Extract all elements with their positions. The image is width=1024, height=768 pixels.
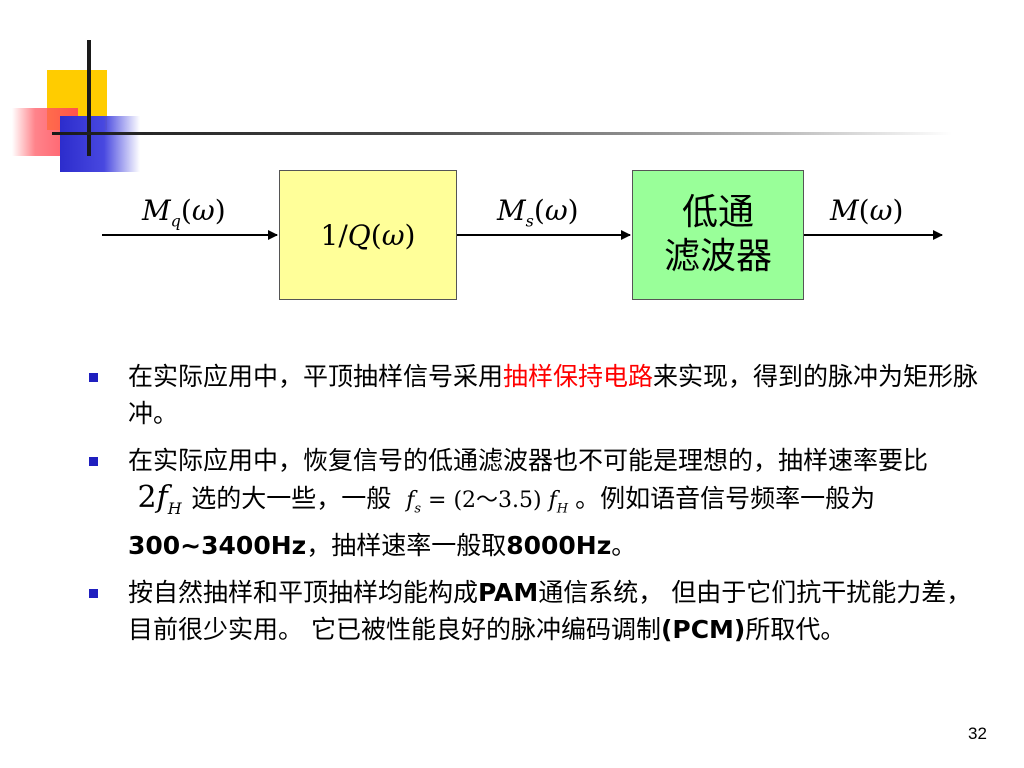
lowpass-filter-block: 低通 滤波器 — [632, 170, 804, 300]
formula-2fh: 2fH — [128, 480, 182, 518]
bullet-item-2: 在实际应用中，恢复信号的低通滤波器也不可能是理想的，抽样速率要比 2fH 选的大… — [85, 442, 990, 564]
output-signal-label: M(ω) — [830, 194, 904, 227]
diagram-arrows — [102, 230, 943, 240]
highlight-sample-hold: 抽样保持电路 — [503, 362, 654, 391]
bullet-list: 在实际应用中，平顶抽样信号采用抽样保持电路来实现，得到的脉冲为矩形脉冲。 在实际… — [85, 358, 990, 658]
decor-blue-square — [60, 116, 140, 172]
lowpass-label-line2: 滤波器 — [663, 236, 772, 277]
input-signal-label: Mq(ω) — [142, 194, 226, 231]
bullet-item-1: 在实际应用中，平顶抽样信号采用抽样保持电路来实现，得到的脉冲为矩形脉冲。 — [85, 358, 990, 432]
page-number: 32 — [968, 724, 987, 743]
compensation-block-label: 1/Q(ω) — [320, 218, 416, 252]
decor-horizontal-rule — [52, 132, 952, 135]
compensation-block: 1/Q(ω) — [279, 170, 457, 300]
middle-signal-label: Ms(ω) — [497, 194, 579, 231]
decor-vertical-line — [87, 40, 91, 156]
block-diagram: Mq(ω) 1/Q(ω) Ms(ω) 低通 滤波器 M(ω) — [0, 0, 1024, 340]
bullet-square-icon — [89, 457, 98, 466]
bullet-square-icon — [89, 589, 98, 599]
bullet-item-3: 按自然抽样和平顶抽样均能构成PAM通信系统， 但由于它们抗干扰能力差，目前很少实… — [85, 574, 990, 648]
lowpass-label-line1: 低通 — [681, 192, 754, 233]
bullet-square-icon — [89, 373, 98, 382]
formula-fs-range: fs = (2～3.5) fH — [406, 488, 569, 517]
